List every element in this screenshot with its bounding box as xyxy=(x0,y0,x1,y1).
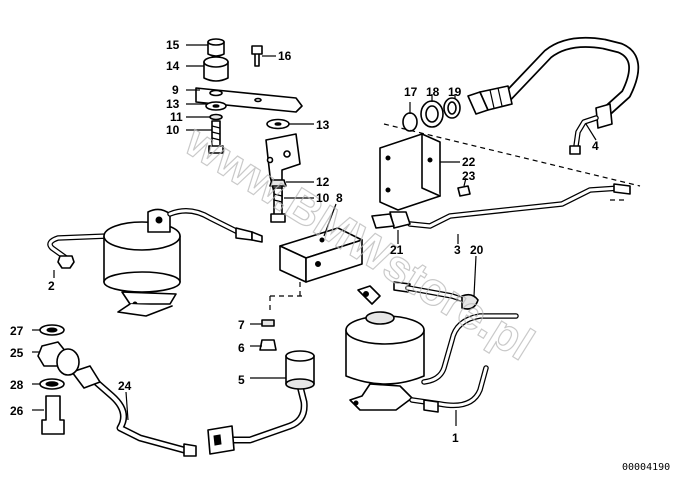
callout-26: 26 xyxy=(10,404,24,418)
holder-bracket xyxy=(379,133,471,211)
callout-20: 20 xyxy=(470,243,484,257)
callout-14: 14 xyxy=(166,59,180,73)
callout-10-bottom: 10 xyxy=(316,191,330,205)
callout-9: 9 xyxy=(172,83,179,97)
callout-6: 6 xyxy=(238,341,245,355)
callout-8: 8 xyxy=(336,191,343,205)
drawing-number: 00004190 xyxy=(622,462,670,473)
leader-lines xyxy=(32,44,597,426)
callout-11: 11 xyxy=(170,110,183,124)
sensor-cable xyxy=(37,324,197,457)
callout-17: 17 xyxy=(404,85,418,99)
main-pipe xyxy=(371,183,631,310)
callout-13-right: 13 xyxy=(316,118,330,132)
callout-1: 1 xyxy=(452,431,459,445)
callout-24: 24 xyxy=(118,379,132,393)
valve-block xyxy=(269,227,363,312)
callout-labels: 1 2 3 4 5 6 7 8 9 10 10 11 12 13 13 14 1… xyxy=(10,38,599,445)
callout-5: 5 xyxy=(238,373,245,387)
callout-21: 21 xyxy=(390,243,404,257)
callout-10-top: 10 xyxy=(166,123,180,137)
mounting-stack xyxy=(195,38,303,223)
callout-3: 3 xyxy=(454,243,461,257)
callout-4: 4 xyxy=(592,139,599,153)
callout-22: 22 xyxy=(462,155,476,169)
left-accumulator xyxy=(47,208,263,317)
callout-23: 23 xyxy=(462,169,476,183)
callout-18: 18 xyxy=(426,85,440,99)
callout-15: 15 xyxy=(166,38,180,52)
bolt-part xyxy=(208,120,224,154)
right-accumulator xyxy=(345,285,519,413)
pressure-hose xyxy=(467,36,640,155)
callout-19: 19 xyxy=(448,85,462,99)
callout-12: 12 xyxy=(316,175,330,189)
callout-13-left: 13 xyxy=(166,97,180,111)
callout-25: 25 xyxy=(10,346,24,360)
callout-16: 16 xyxy=(278,49,292,63)
callout-28: 28 xyxy=(10,378,24,392)
callout-7: 7 xyxy=(238,318,245,332)
pressure-switch xyxy=(207,319,315,455)
callout-2: 2 xyxy=(48,279,55,293)
screw-part xyxy=(251,45,263,67)
seal-rings xyxy=(383,97,641,187)
callout-27: 27 xyxy=(10,324,24,338)
